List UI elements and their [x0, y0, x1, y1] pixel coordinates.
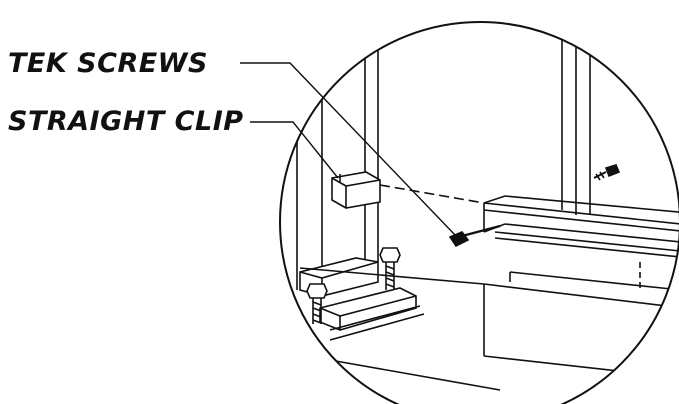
callout-tek-screws: TEK SCREWS	[8, 48, 208, 79]
anchor-bolt-right	[379, 247, 401, 290]
floor-channel	[483, 262, 679, 381]
leader-lines	[240, 62, 457, 237]
detail-circle	[279, 21, 679, 404]
leader-straight-clip	[250, 121, 339, 179]
assembly-drawing	[296, 30, 679, 391]
callout-straight-clip: STRAIGHT CLIP	[8, 106, 244, 137]
anchor-bolt-left	[306, 283, 328, 324]
lower-edge	[329, 359, 501, 391]
right-post	[561, 30, 591, 215]
horizontal-rail	[483, 195, 679, 259]
alignment-dashed-line	[379, 184, 485, 204]
floor-line	[299, 267, 485, 285]
straight-clip	[331, 171, 381, 209]
tek-screw-front	[448, 224, 501, 248]
tek-screw-back	[593, 164, 621, 181]
leader-tek-screws	[240, 62, 457, 237]
left-post	[296, 40, 379, 290]
